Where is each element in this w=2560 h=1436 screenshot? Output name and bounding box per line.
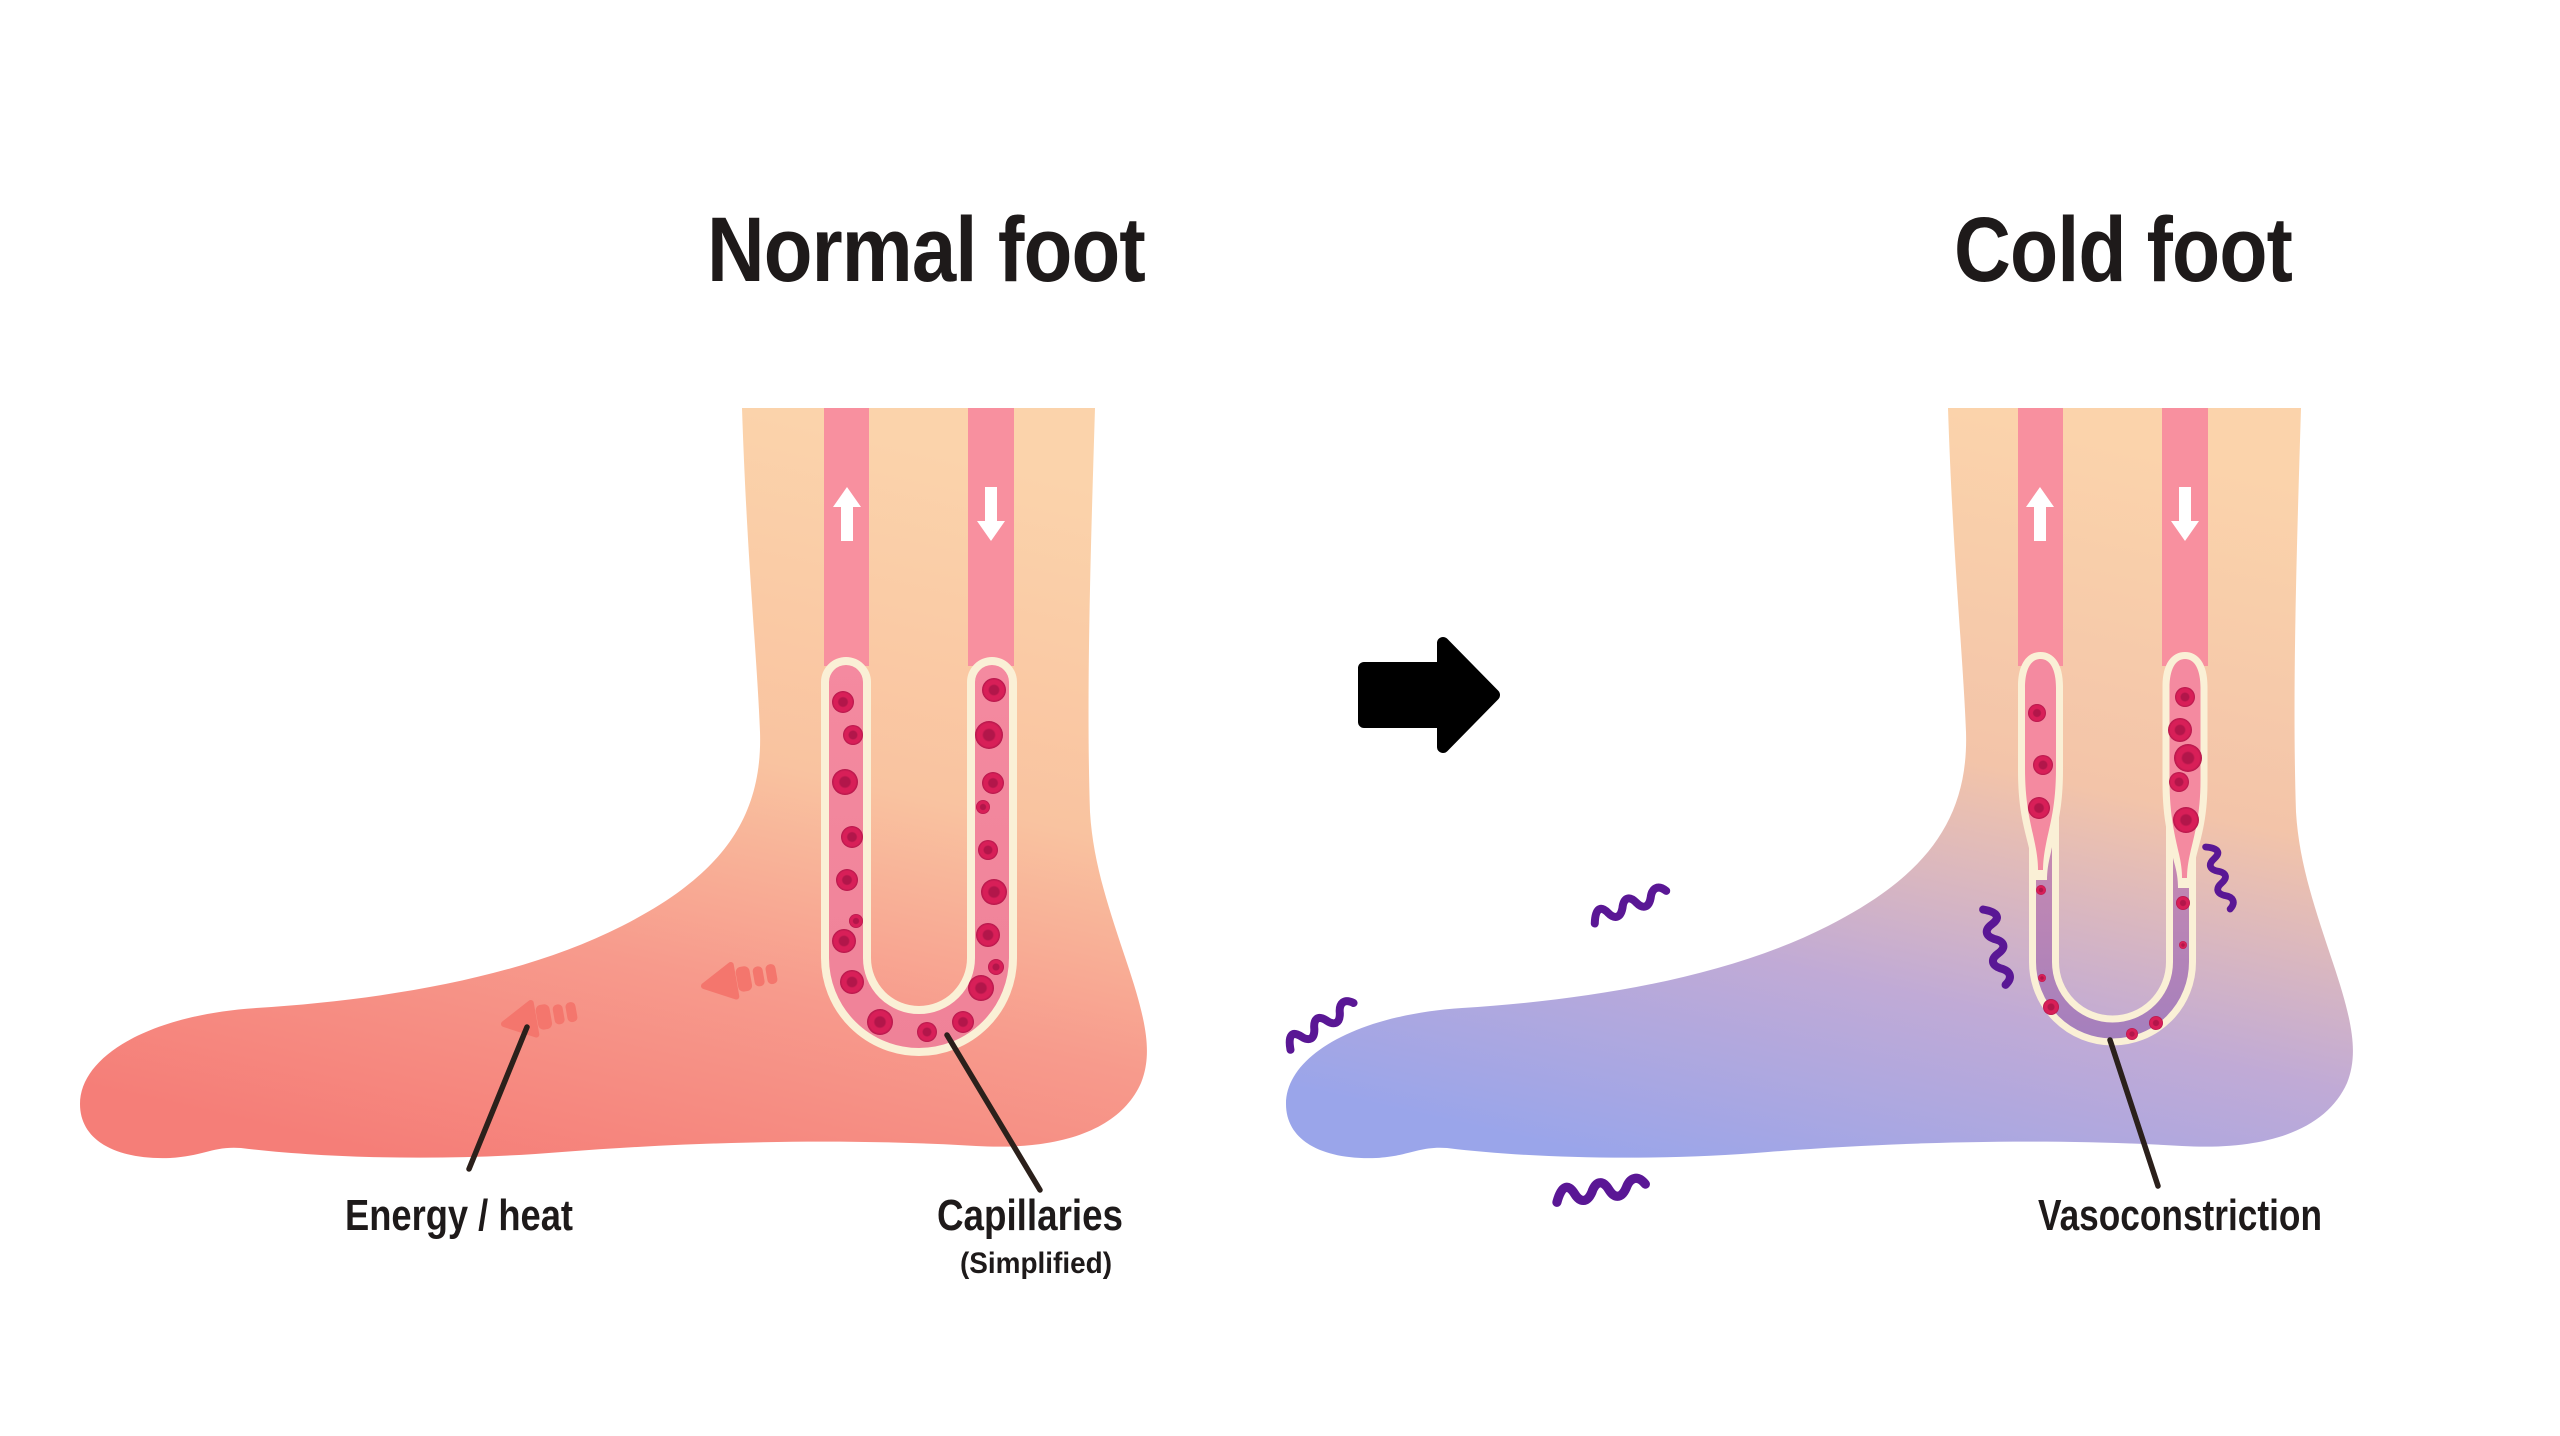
capillaries-pointer-line: [944, 1032, 1043, 1193]
blood-cell: [867, 1009, 893, 1035]
blood-cell: [849, 914, 863, 928]
blood-cell: [2149, 1016, 2163, 1030]
blood-cell: [841, 826, 863, 848]
blood-cell: [982, 678, 1006, 702]
blood-cell: [2038, 974, 2046, 982]
blood-cell: [975, 721, 1003, 749]
transition-right-arrow-icon: [1358, 637, 1500, 753]
blood-cell: [2169, 772, 2189, 792]
blood-cell: [976, 923, 1000, 947]
blood-cell: [2033, 755, 2053, 775]
blood-cell: [2174, 744, 2202, 772]
blood-cell: [2175, 687, 2195, 707]
blood-cell: [982, 772, 1004, 794]
shiver-squiggle-icon: [1555, 1178, 1646, 1203]
blood-cell: [2036, 885, 2046, 895]
blood-cell: [836, 869, 858, 891]
blood-cell: [2173, 807, 2199, 833]
blood-cell: [2126, 1028, 2138, 1040]
blood-cell: [952, 1011, 974, 1033]
blood-cell: [988, 959, 1004, 975]
normal-foot-title: Normal foot: [707, 199, 1145, 301]
blood-cell: [917, 1022, 937, 1042]
vasoconstriction-pointer-line: [2107, 1037, 2161, 1189]
blood-cell: [2179, 941, 2187, 949]
blood-cell: [2043, 999, 2059, 1015]
blood-cell: [976, 800, 990, 814]
shiver-squiggle-icon: [1590, 885, 1669, 924]
capillaries-note-label: (Simplified): [960, 1247, 1112, 1280]
blood-cell: [2028, 797, 2050, 819]
cold-blood-cells: [2028, 687, 2202, 1040]
blood-cell: [840, 970, 864, 994]
pointer-lines: [466, 1024, 2161, 1193]
cold-foot-title: Cold foot: [1954, 199, 2292, 301]
blood-cell: [832, 691, 854, 713]
vasoconstriction-label: Vasoconstriction: [2038, 1191, 2322, 1240]
blood-cell: [2176, 896, 2190, 910]
capillaries-label: Capillaries: [937, 1191, 1123, 1240]
blood-cell: [832, 769, 858, 795]
blood-cell: [843, 725, 863, 745]
blood-cell: [968, 975, 994, 1001]
energy-heat-label: Energy / heat: [345, 1191, 573, 1240]
blood-cell: [2028, 704, 2046, 722]
blood-cell: [978, 840, 998, 860]
normal-blood-cells: [832, 678, 1007, 1042]
blood-cell: [981, 879, 1007, 905]
blood-cell: [832, 929, 856, 953]
blood-cell: [2168, 718, 2192, 742]
constricted-tube: [2036, 692, 2189, 1039]
energy-heat-pointer-line: [466, 1024, 530, 1172]
